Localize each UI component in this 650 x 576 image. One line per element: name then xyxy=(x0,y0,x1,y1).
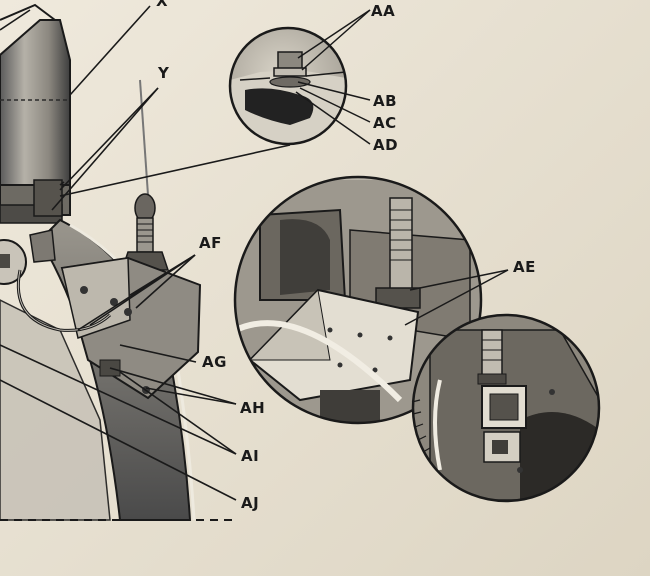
callout-aj: AJ xyxy=(241,494,260,512)
callout-ag: AG xyxy=(202,353,227,371)
leader-lines xyxy=(0,5,291,501)
callout-af: AF xyxy=(199,234,222,252)
callout-y: Y xyxy=(158,64,170,82)
callout-ad: AD xyxy=(373,136,399,154)
inset-bolt-detail xyxy=(228,9,371,146)
callout-ac: AC xyxy=(373,114,397,132)
callout-ae: AE xyxy=(513,258,536,276)
callout-ai: AI xyxy=(241,447,260,465)
spark-plug-main xyxy=(120,79,170,271)
callout-ah: AH xyxy=(240,399,266,417)
inset-spark-plug-detail xyxy=(411,313,601,503)
inset-housing-detail xyxy=(233,175,509,425)
callout-aa: AA xyxy=(371,2,396,20)
callout-x: X xyxy=(156,0,169,10)
callout-ab: AB xyxy=(373,92,398,110)
coil-and-cable xyxy=(0,179,112,332)
